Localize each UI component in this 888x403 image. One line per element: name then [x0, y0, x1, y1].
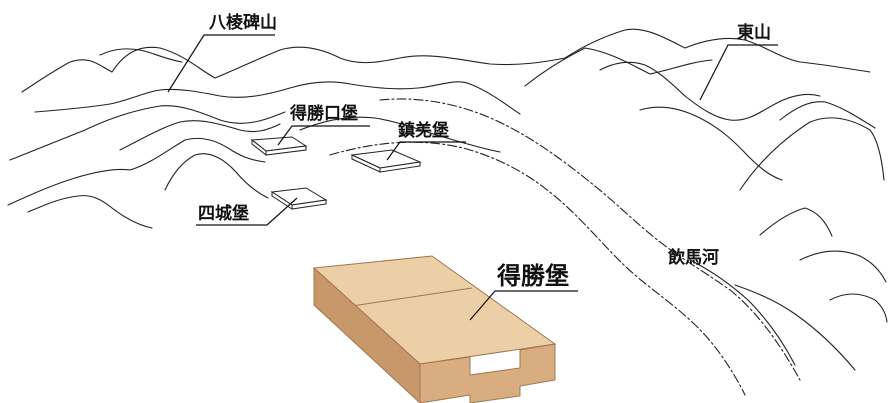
ridge-east-1	[599, 61, 821, 121]
label-river: 飲馬河	[667, 247, 719, 268]
leader-fort-kou	[277, 125, 370, 146]
label-fort-zhenqiang: 鎮羌堡	[398, 120, 449, 141]
label-mountain-west: 八棱碑山	[209, 12, 277, 33]
ridge-east-3	[779, 101, 876, 129]
leader-fort-desheng	[469, 290, 578, 321]
label-fort-desheng: 得勝堡	[496, 262, 569, 290]
label-mountain-east: 東山	[737, 22, 771, 43]
leader-mountain-west	[167, 34, 275, 93]
ridge-east-2	[639, 106, 783, 181]
ridge-mid-2	[9, 105, 286, 161]
fort-kou-shape	[250, 136, 308, 157]
ridge-mid-1	[34, 81, 521, 115]
river-bank-south	[329, 141, 746, 396]
leader-fort-sicheng	[196, 197, 298, 226]
ridge-near-4	[299, 116, 501, 153]
fort-desheng-divider	[351, 287, 473, 307]
ridge-east-5	[759, 207, 833, 237]
ridge-east-8	[799, 250, 887, 283]
ridge-far-3	[524, 47, 713, 87]
leader-fort-zhenqiang	[386, 141, 466, 161]
fort-zhenqiang-shape	[350, 149, 422, 173]
ridge-far-2	[99, 48, 183, 63]
fort-desheng-left-face	[313, 266, 421, 403]
label-fort-kou: 得勝口堡	[289, 103, 358, 124]
ridge-east-6	[689, 259, 796, 366]
yinma-river	[329, 98, 801, 396]
ridge-east-4	[739, 117, 885, 191]
mountain-ridges	[7, 28, 888, 371]
ridge-mid-3	[119, 120, 281, 151]
fort-sicheng-shape	[270, 187, 328, 210]
ridge-near-3	[164, 153, 269, 199]
ridge-near-2	[27, 195, 153, 229]
leader-lines	[167, 34, 778, 321]
ridge-east-7	[734, 284, 856, 371]
label-fort-sicheng: 四城堡	[198, 203, 249, 224]
ridge-east-9	[829, 293, 888, 323]
leader-mountain-east	[699, 44, 778, 101]
fort-desheng-shape	[312, 255, 557, 403]
ridge-near-1	[7, 137, 266, 206]
fort-desheng-front-face	[419, 343, 556, 403]
river-bank-north	[379, 98, 801, 381]
ridge-far-1	[21, 28, 871, 93]
